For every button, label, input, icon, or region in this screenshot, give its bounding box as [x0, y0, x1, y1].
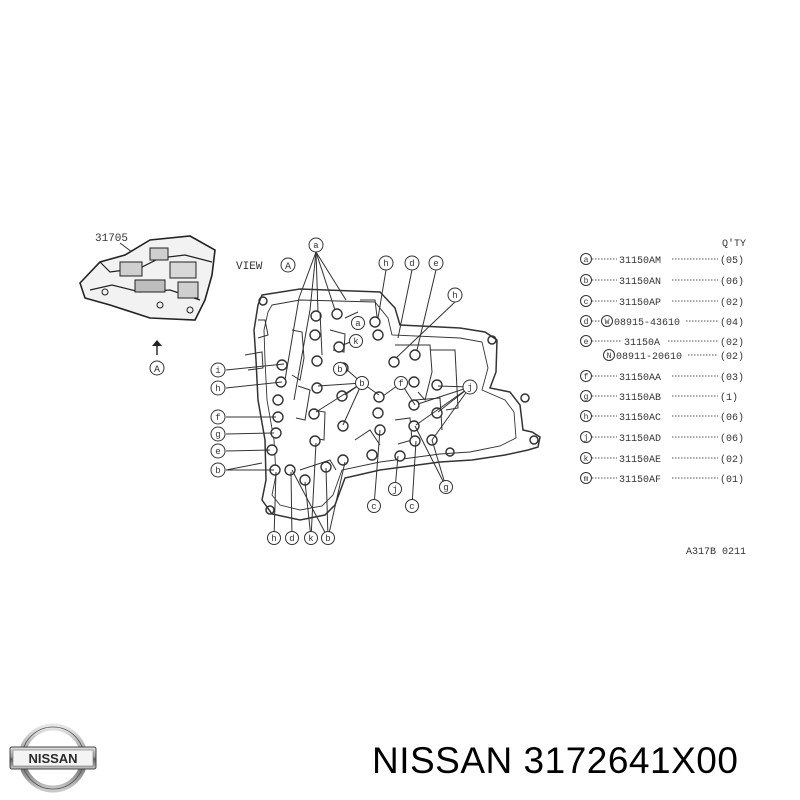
svg-text:a: a [584, 256, 589, 265]
svg-text:(03): (03) [720, 372, 744, 384]
svg-text:31150AN: 31150AN [619, 277, 661, 288]
svg-text:(02): (02) [720, 297, 744, 309]
part-number-title: NISSAN 3172641X00 [372, 740, 739, 781]
svg-text:k: k [353, 337, 358, 347]
svg-text:h: h [584, 413, 589, 422]
svg-text:d: d [409, 259, 414, 269]
parts-row: m 31150AF (01) [580, 472, 744, 486]
svg-text:(02): (02) [720, 337, 744, 349]
svg-text:(06): (06) [720, 412, 744, 424]
svg-text:e: e [584, 338, 589, 347]
parts-row: d W 08915-43610 (04) [580, 315, 744, 329]
svg-text:b: b [584, 277, 589, 286]
svg-text:e: e [433, 259, 438, 269]
parts-row: h 31150AC (06) [580, 410, 744, 424]
svg-text:31150AD: 31150AD [619, 434, 661, 445]
svg-text:e: e [215, 447, 220, 457]
svg-text:j: j [584, 434, 589, 443]
svg-text:N: N [607, 352, 612, 361]
parts-row: f 31150AA (03) [580, 370, 744, 384]
svg-text:f: f [398, 379, 403, 389]
svg-text:g: g [215, 430, 220, 440]
bolt-holes [266, 308, 443, 486]
svg-text:31150AC: 31150AC [619, 413, 661, 424]
assembly-thumbnail: 31705 A [79, 233, 216, 376]
svg-text:31150AF: 31150AF [619, 475, 661, 486]
svg-text:g: g [584, 393, 589, 402]
svg-text:k: k [308, 534, 313, 544]
callouts-left: i h f g e b [210, 362, 226, 478]
svg-text:h: h [271, 534, 276, 544]
parts-row: j 31150AD (06) [580, 431, 744, 445]
svg-text:b: b [337, 365, 342, 375]
logo-text: NISSAN [28, 751, 77, 766]
svg-text:b: b [325, 534, 330, 544]
svg-text:c: c [371, 502, 376, 512]
parts-row: e 31150A (02) [580, 335, 744, 349]
svg-text:h: h [383, 259, 388, 269]
svg-text:a: a [313, 241, 319, 251]
svg-text:08911-20610: 08911-20610 [616, 352, 682, 363]
qty-header: Q'TY [722, 238, 746, 250]
svg-text:(06): (06) [720, 276, 744, 288]
svg-text:f: f [215, 413, 220, 423]
svg-text:g: g [443, 483, 448, 493]
svg-text:(01): (01) [720, 474, 744, 486]
separator-plate [253, 288, 541, 521]
svg-text:31150AB: 31150AB [619, 393, 661, 404]
svg-text:h: h [215, 384, 220, 394]
nissan-logo: NISSAN [9, 723, 97, 793]
svg-text:b: b [359, 379, 364, 389]
callouts-top: a h d e h [308, 237, 463, 303]
assembly-part-number: 31705 [95, 233, 128, 245]
parts-list: Q'TY a 31150AM (05) b 31150AN (06) c 311… [580, 238, 746, 486]
callouts-upper-mid: a k b [333, 316, 365, 376]
callouts-bottom-mid: c j c g [367, 480, 453, 513]
svg-text:c: c [409, 502, 414, 512]
thumbnail-view-letter: A [154, 365, 160, 376]
svg-text:(04): (04) [720, 317, 744, 329]
svg-text:d: d [289, 534, 294, 544]
svg-text:b: b [215, 466, 220, 476]
svg-text:h: h [452, 291, 457, 301]
svg-text:(05): (05) [720, 255, 744, 267]
svg-text:d: d [584, 318, 589, 327]
parts-row: g 31150AB (1) [580, 390, 738, 404]
view-label: VIEW A [236, 257, 296, 273]
parts-row: N 08911-20610 (02) [603, 349, 744, 363]
callouts-right: b f j [355, 376, 478, 395]
svg-text:i: i [215, 366, 220, 376]
svg-text:VIEW: VIEW [236, 261, 263, 273]
parts-row: c 31150AP (02) [580, 295, 744, 309]
svg-text:a: a [355, 319, 361, 329]
svg-text:(02): (02) [720, 454, 744, 466]
plate-slots [244, 299, 459, 471]
svg-text:W: W [605, 318, 610, 327]
svg-text:A: A [285, 262, 291, 273]
svg-text:j: j [467, 383, 472, 393]
svg-text:j: j [392, 485, 397, 495]
svg-text:31150AA: 31150AA [619, 373, 661, 384]
svg-text:31150AP: 31150AP [619, 298, 661, 309]
brand-row: NISSAN NISSAN 3172641X00 [0, 712, 800, 800]
svg-text:31150AM: 31150AM [619, 256, 661, 267]
parts-row: b 31150AN (06) [580, 274, 744, 288]
diagram-reference-code: A317B 0211 [686, 547, 746, 558]
svg-text:m: m [584, 475, 589, 484]
svg-text:31150A: 31150A [624, 338, 660, 349]
svg-text:08915-43610: 08915-43610 [614, 318, 680, 329]
svg-text:(1): (1) [720, 392, 738, 404]
svg-text:31150AE: 31150AE [619, 455, 661, 466]
svg-text:k: k [584, 455, 589, 464]
parts-row: k 31150AE (02) [580, 452, 744, 466]
callouts-bottom: h d k b [267, 531, 335, 545]
svg-text:(06): (06) [720, 433, 744, 445]
svg-text:f: f [584, 373, 589, 382]
leader-lines [225, 251, 471, 539]
svg-text:c: c [584, 298, 589, 307]
svg-text:(02): (02) [720, 351, 744, 363]
parts-row: a 31150AM (05) [580, 253, 744, 267]
